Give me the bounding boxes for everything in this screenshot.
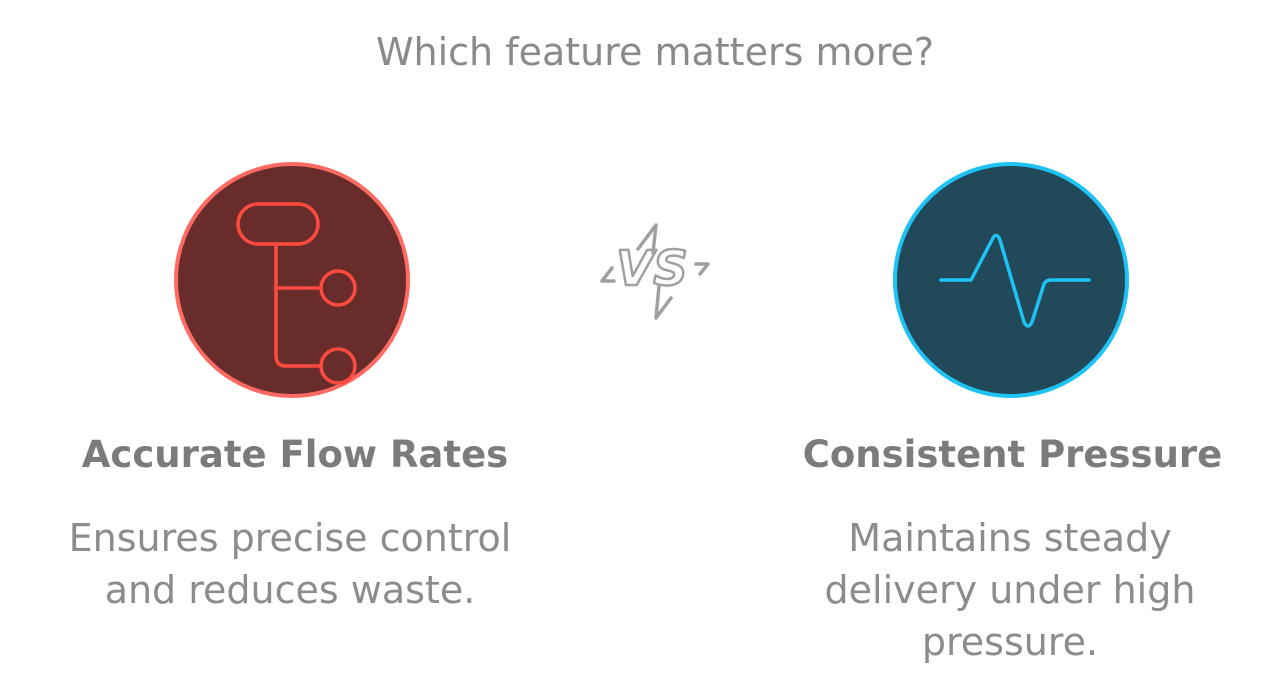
flow-tree-icon bbox=[236, 202, 357, 385]
pulse-icon bbox=[939, 233, 1091, 328]
flow-rates-circle bbox=[174, 162, 410, 398]
flow-rates-description: Ensures precise control and reduces wast… bbox=[68, 516, 512, 612]
vs-label: VS bbox=[616, 241, 688, 297]
pressure-heading: Consistent Pressure bbox=[802, 433, 1223, 476]
pressure-circle bbox=[893, 162, 1129, 398]
pressure-description: Maintains steady delivery under high pre… bbox=[824, 516, 1196, 664]
flow-rates-heading: Accurate Flow Rates bbox=[81, 433, 509, 476]
versus-icon: VS bbox=[600, 223, 710, 320]
diagram-title: Which feature matters more? bbox=[375, 30, 935, 74]
